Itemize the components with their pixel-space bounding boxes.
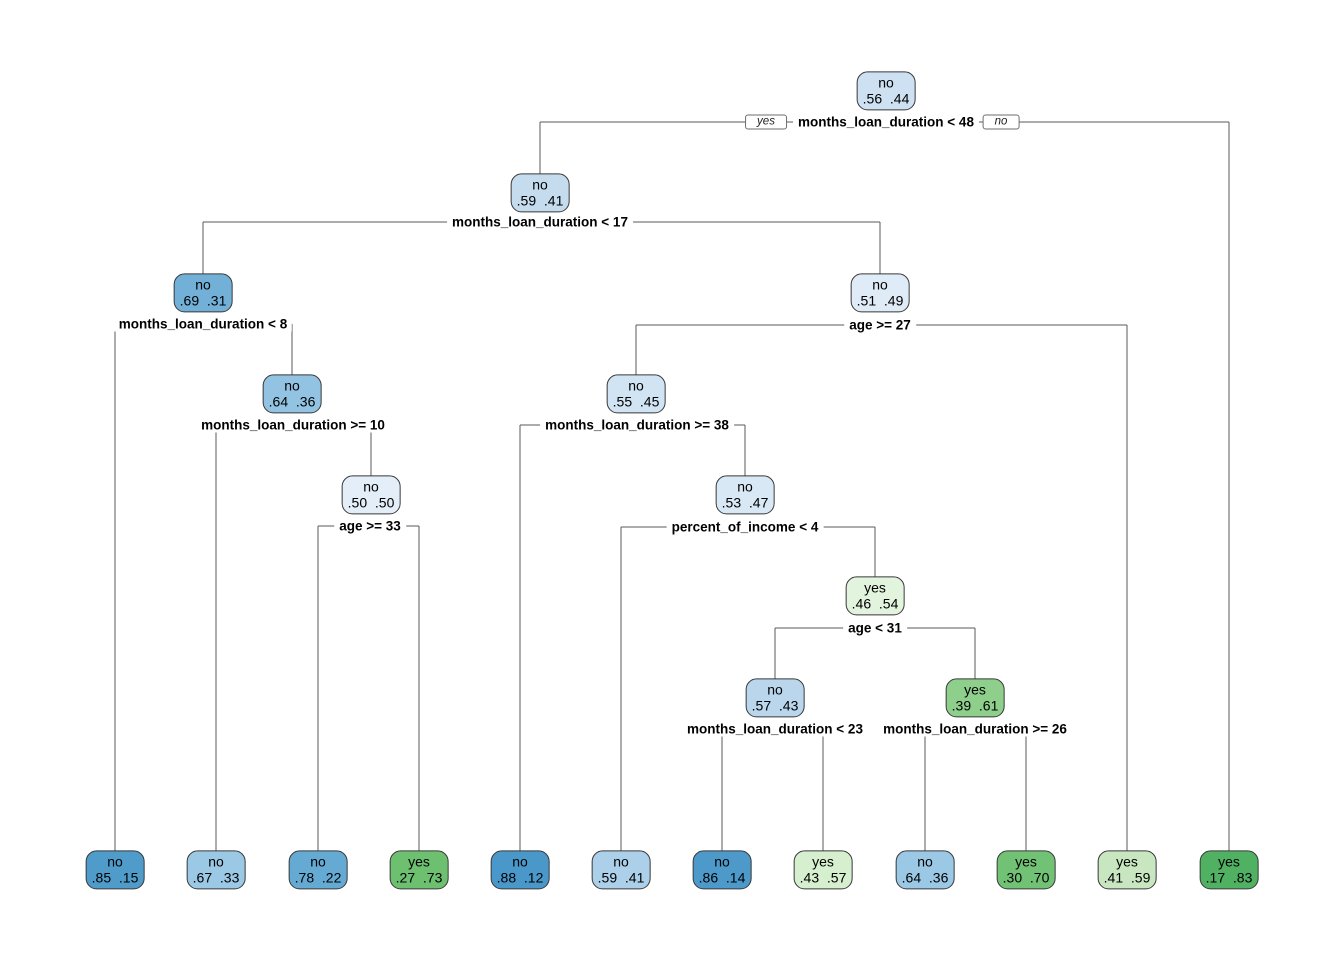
- node-probabilities: .39 .61: [951, 697, 999, 714]
- node-class-label: no: [512, 853, 528, 870]
- node-class-label: yes: [964, 681, 986, 698]
- leaf-node: no .64 .36: [895, 850, 955, 890]
- tree-node: no .55 .45: [606, 374, 666, 414]
- split-label: months_loan_duration >= 10: [196, 417, 390, 433]
- split-label: months_loan_duration < 8: [113, 316, 293, 332]
- split-label: age >= 33: [334, 518, 406, 534]
- node-probabilities: .55 .45: [612, 393, 660, 410]
- node-class-label: no: [628, 377, 644, 394]
- edge-label-yes: yes: [745, 114, 787, 130]
- node-probabilities: .86 .14: [698, 869, 746, 886]
- leaf-node: no .59 .41: [591, 850, 651, 890]
- node-probabilities: .46 .54: [851, 595, 899, 612]
- node-class-label: yes: [812, 853, 834, 870]
- node-class-label: no: [767, 681, 783, 698]
- leaf-node: yes .17 .83: [1199, 850, 1259, 890]
- node-class-label: no: [363, 478, 379, 495]
- node-class-label: no: [532, 176, 548, 193]
- node-probabilities: .17 .83: [1205, 869, 1253, 886]
- leaf-node: no .85 .15: [85, 850, 145, 890]
- node-class-label: no: [737, 478, 753, 495]
- node-class-label: yes: [1015, 853, 1037, 870]
- node-probabilities: .69 .31: [179, 292, 227, 309]
- node-class-label: yes: [1116, 853, 1138, 870]
- node-probabilities: .59 .41: [516, 192, 564, 209]
- node-class-label: yes: [864, 579, 886, 596]
- node-class-label: yes: [1218, 853, 1240, 870]
- tree-node: no .57 .43: [745, 678, 805, 718]
- split-label: months_loan_duration >= 38: [540, 417, 734, 433]
- node-probabilities: .78 .22: [294, 869, 342, 886]
- node-probabilities: .41 .59: [1103, 869, 1151, 886]
- node-class-label: no: [872, 276, 888, 293]
- node-class-label: no: [195, 276, 211, 293]
- tree-node: no .64 .36: [262, 374, 322, 414]
- node-probabilities: .57 .43: [751, 697, 799, 714]
- node-class-label: no: [107, 853, 123, 870]
- node-probabilities: .53 .47: [721, 494, 769, 511]
- tree-node: no .59 .41: [510, 173, 570, 213]
- leaf-node: no .78 .22: [288, 850, 348, 890]
- split-label: age >= 27: [844, 317, 916, 333]
- split-label: months_loan_duration < 17: [447, 214, 633, 230]
- leaf-node: yes .41 .59: [1097, 850, 1157, 890]
- node-probabilities: .64 .36: [901, 869, 949, 886]
- node-probabilities: .27 .73: [395, 869, 443, 886]
- leaf-node: no .86 .14: [692, 850, 752, 890]
- node-probabilities: .88 .12: [496, 869, 544, 886]
- edge-label-no: no: [982, 114, 1020, 130]
- node-probabilities: .30 .70: [1002, 869, 1050, 886]
- split-label: months_loan_duration < 48: [793, 114, 979, 130]
- tree-node: yes .39 .61: [945, 678, 1005, 718]
- node-probabilities: .51 .49: [856, 292, 904, 309]
- node-class-label: no: [714, 853, 730, 870]
- tree-node: no .50 .50: [341, 475, 401, 515]
- node-probabilities: .50 .50: [347, 494, 395, 511]
- tree-node: no .53 .47: [715, 475, 775, 515]
- node-class-label: no: [878, 74, 894, 91]
- node-probabilities: .56 .44: [862, 90, 910, 107]
- tree-node: no .51 .49: [850, 273, 910, 313]
- leaf-node: no .67 .33: [186, 850, 246, 890]
- node-class-label: no: [208, 853, 224, 870]
- leaf-node: yes .43 .57: [793, 850, 853, 890]
- leaf-node: yes .27 .73: [389, 850, 449, 890]
- leaf-node: yes .30 .70: [996, 850, 1056, 890]
- split-label: months_loan_duration >= 26: [878, 721, 1072, 737]
- node-class-label: yes: [408, 853, 430, 870]
- split-label: percent_of_income < 4: [666, 519, 824, 535]
- tree-node: yes .46 .54: [845, 576, 905, 616]
- node-class-label: no: [284, 377, 300, 394]
- node-probabilities: .67 .33: [192, 869, 240, 886]
- tree-node: no .69 .31: [173, 273, 233, 313]
- tree-node-root: no .56 .44: [856, 71, 916, 111]
- node-class-label: no: [310, 853, 326, 870]
- node-probabilities: .59 .41: [597, 869, 645, 886]
- node-probabilities: .64 .36: [268, 393, 316, 410]
- split-label: months_loan_duration < 23: [682, 721, 868, 737]
- node-probabilities: .43 .57: [799, 869, 847, 886]
- leaf-node: no .88 .12: [490, 850, 550, 890]
- node-probabilities: .85 .15: [91, 869, 139, 886]
- node-class-label: no: [917, 853, 933, 870]
- split-label: age < 31: [843, 620, 907, 636]
- node-class-label: no: [613, 853, 629, 870]
